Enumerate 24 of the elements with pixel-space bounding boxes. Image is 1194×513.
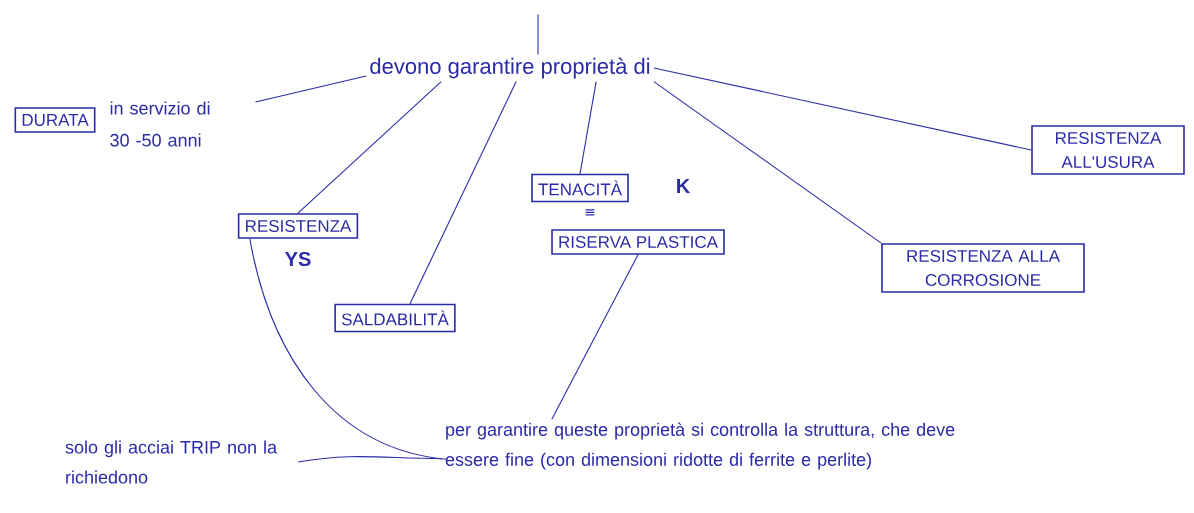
handwritten-text: solo gli acciai TRIP non la richiedono <box>65 440 278 484</box>
connector-line <box>537 13 539 55</box>
connector-line <box>249 238 448 460</box>
connector-line <box>297 456 443 463</box>
concept-box: SALDABILITÀ <box>334 303 456 333</box>
concept-box: RISERVA PLASTICA <box>551 229 725 255</box>
concept-box: TENACITÀ <box>531 173 629 203</box>
concept-box: RESISTENZA ALLA CORROSIONE <box>881 243 1085 293</box>
connector-line <box>551 254 639 420</box>
concept-box: RESISTENZA ALL'USURA <box>1031 125 1185 175</box>
connector-line <box>297 81 442 214</box>
concept-box: RESISTENZA <box>237 213 359 239</box>
handwritten-text: per garantire queste proprietà si controlla la struttura, che deve essere fine (con dimensioni ridotte di ferrite e perlite) <box>445 422 955 470</box>
connector-line <box>653 81 882 244</box>
connector-line <box>579 81 597 175</box>
side-note: in servizio di 30 -50 anni <box>110 101 210 147</box>
equivalence-sign: ≡ <box>585 209 595 216</box>
connector-line <box>254 75 367 103</box>
side-note: K <box>677 179 691 193</box>
connector-line <box>653 67 1032 151</box>
handwritten-text: devono garantire proprietà di <box>370 57 650 79</box>
side-note: YS <box>285 251 311 267</box>
connector-line <box>409 81 517 305</box>
concept-box: DURATA <box>14 107 96 133</box>
